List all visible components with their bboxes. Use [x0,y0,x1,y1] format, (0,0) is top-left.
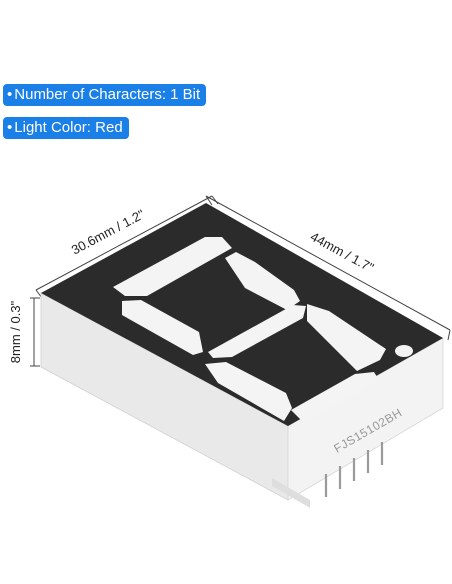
feature-label: Light Color: Red [14,119,123,136]
segment-e [205,362,292,421]
bullet-icon: • [7,119,13,136]
feature-badge-light-color: •Light Color: Red [3,117,129,139]
feature-label: Number of Characters: 1 Bit [14,86,201,103]
segment-f [122,300,203,355]
segment-b [225,252,300,310]
segment-a [113,237,232,296]
segment-c [307,304,386,371]
segment-g [208,305,306,358]
display-module: FJS15102BH [40,203,444,508]
module-side-right [287,337,444,501]
pins [324,442,384,497]
height-dimension: 8mm / 0.3" [8,297,40,367]
bullet-icon: • [7,86,13,103]
decimal-point [395,345,413,357]
module-face [41,203,443,426]
module-ledge [272,478,310,508]
feature-badge-characters: •Number of Characters: 1 Bit [3,84,207,106]
segment-d [291,372,379,422]
height-label: 8mm / 0.3" [8,300,23,363]
segments [113,237,386,422]
